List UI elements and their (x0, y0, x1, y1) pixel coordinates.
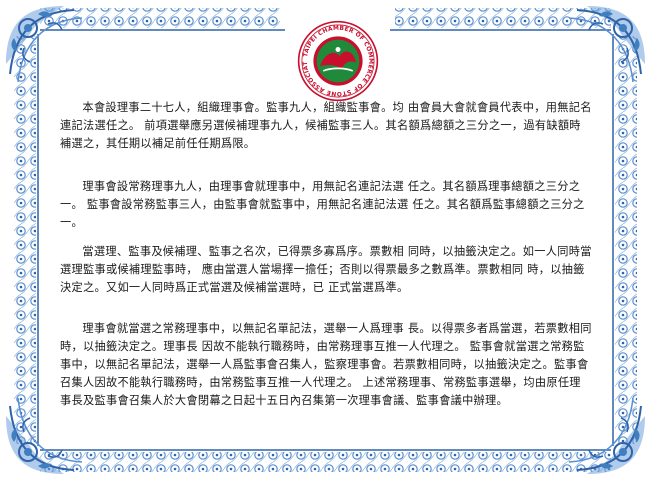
association-emblem: TAIPEI CHAMBER OF COMMERCE OF STONE ASSO… (297, 20, 379, 102)
paragraph-1: 本會設理事二十七人，組織理事會。監事九人，組織監事會。均 由會員大會就會員代表中… (60, 101, 592, 150)
paragraph-3: 當選理、監事及候補理、監事之名次，已得票多寡爲序。票數相 同時，以抽籤決定之。如… (60, 245, 592, 294)
paragraph-4: 理事會就當選之常務理事中，以無記名單記法，選舉一人爲理事 長。以得票多者爲當選，… (60, 322, 592, 407)
emblem-inner-icon (319, 51, 357, 70)
paragraph-2: 理事會設常務理事九人，由理事會就理事中，用無記名連記法選 任之。其名額爲理事總額… (60, 180, 585, 229)
